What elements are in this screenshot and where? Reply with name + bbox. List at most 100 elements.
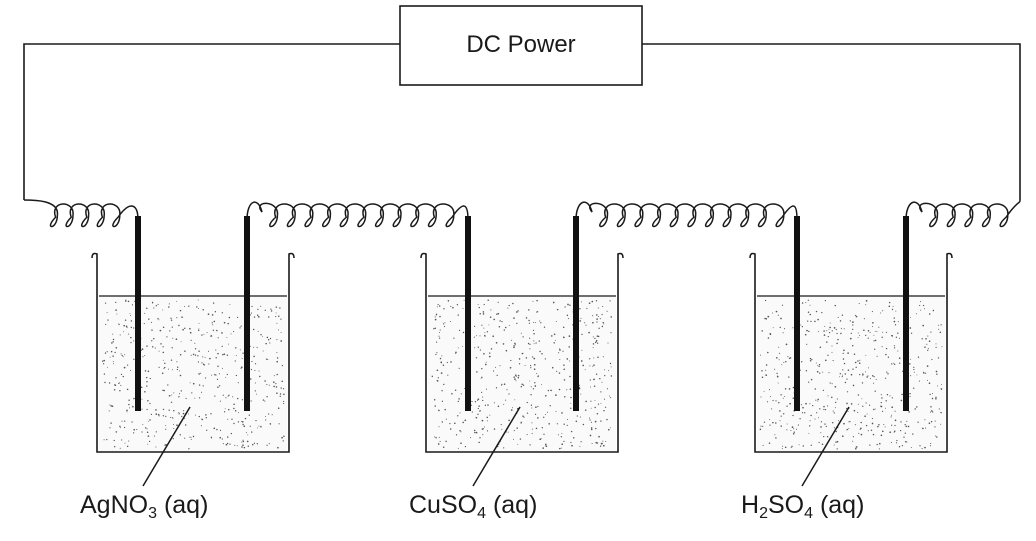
- solution-particle: [538, 340, 540, 342]
- solution-particle: [126, 445, 129, 448]
- solution-particle: [171, 394, 173, 396]
- solution-particle: [122, 375, 124, 378]
- solution-particle: [595, 340, 597, 342]
- solution-particle: [245, 432, 247, 434]
- solution-particle: [869, 378, 871, 380]
- solution-particle: [864, 415, 866, 418]
- solution-particle: [487, 404, 489, 406]
- solution-particle: [227, 322, 229, 325]
- solution-particle: [874, 330, 876, 332]
- solution-particle: [126, 388, 129, 391]
- solution-particle: [484, 363, 487, 366]
- solution-particle: [158, 319, 160, 321]
- solution-particle: [441, 400, 444, 402]
- solution-particle: [894, 419, 897, 422]
- solution-particle: [162, 389, 164, 392]
- solution-particle: [542, 447, 544, 449]
- solution-particle: [457, 415, 459, 417]
- solution-particle: [818, 417, 819, 419]
- solution-particle: [857, 332, 859, 334]
- solution-particle: [800, 324, 802, 326]
- solution-particle: [265, 419, 267, 421]
- solution-particle: [265, 358, 268, 360]
- solution-particle: [247, 434, 249, 436]
- solution-particle: [880, 394, 882, 396]
- solution-particle: [517, 374, 520, 377]
- solution-particle: [769, 424, 771, 426]
- solution-particle: [812, 404, 814, 407]
- solution-particle: [124, 420, 126, 422]
- solution-particle: [938, 328, 940, 330]
- solution-particle: [162, 346, 164, 348]
- solution-particle: [130, 370, 132, 371]
- solution-particle: [165, 428, 167, 430]
- solution-particle: [121, 354, 123, 357]
- solution-particle: [522, 384, 525, 386]
- solution-particle: [867, 330, 870, 332]
- solution-particle: [510, 409, 513, 411]
- solution-particle: [881, 410, 884, 413]
- solution-particle: [562, 326, 565, 329]
- solution-particle: [113, 363, 114, 365]
- solution-particle: [776, 372, 778, 375]
- solution-particle: [447, 374, 449, 376]
- solution-particle: [846, 402, 848, 405]
- solution-particle: [576, 415, 578, 417]
- solution-particle: [570, 430, 573, 433]
- solution-particle: [906, 420, 908, 422]
- solution-particle: [235, 374, 238, 377]
- solution-particle: [213, 427, 216, 430]
- solution-particle: [180, 390, 182, 392]
- solution-particle: [505, 431, 508, 433]
- solution-particle: [173, 409, 175, 412]
- solution-particle: [782, 445, 784, 447]
- solution-particle: [438, 436, 440, 438]
- solution-particle: [478, 441, 480, 444]
- solution-particle: [167, 368, 170, 370]
- solution-particle: [876, 444, 878, 446]
- solution-particle: [485, 388, 488, 390]
- solution-particle: [826, 330, 828, 332]
- solution-particle: [775, 422, 777, 424]
- solution-particle: [518, 358, 521, 360]
- solution-particle: [874, 348, 876, 350]
- solution-particle: [853, 409, 856, 412]
- solution-particle: [579, 320, 582, 322]
- solution-particle: [202, 308, 204, 311]
- solution-particle: [202, 385, 204, 387]
- solution-particle: [860, 433, 863, 436]
- solution-particle: [213, 320, 216, 323]
- solution-particle: [490, 309, 492, 311]
- solution-particle: [158, 366, 160, 368]
- solution-particle: [784, 446, 787, 449]
- solution-particle: [103, 439, 105, 441]
- solution-particle: [814, 388, 816, 390]
- solution-particle: [515, 375, 517, 377]
- solution-particle: [168, 306, 170, 308]
- solution-particle: [454, 422, 456, 425]
- solution-particle: [765, 369, 767, 371]
- solution-particle: [895, 442, 898, 444]
- solution-particle: [832, 360, 834, 362]
- solution-particle: [487, 299, 489, 301]
- solution-particle: [860, 427, 862, 430]
- solution-particle: [153, 435, 155, 437]
- solution-particle: [222, 354, 224, 356]
- solution-particle: [145, 376, 148, 379]
- solution-particle: [276, 392, 278, 394]
- solution-particle: [484, 332, 486, 334]
- solution-particle: [865, 424, 868, 427]
- solution-particle: [781, 448, 783, 449]
- solution-particle: [873, 408, 875, 411]
- solution-particle: [529, 337, 531, 339]
- solution-particle: [815, 310, 818, 313]
- solution-particle: [926, 365, 929, 367]
- solution-particle: [216, 329, 218, 332]
- solution-particle: [214, 374, 216, 376]
- solution-particle: [833, 427, 836, 429]
- solution-particle: [111, 342, 113, 344]
- solution-particle: [578, 388, 581, 390]
- solution-particle: [791, 426, 794, 428]
- solution-particle: [144, 312, 146, 314]
- solution-particle: [109, 356, 111, 358]
